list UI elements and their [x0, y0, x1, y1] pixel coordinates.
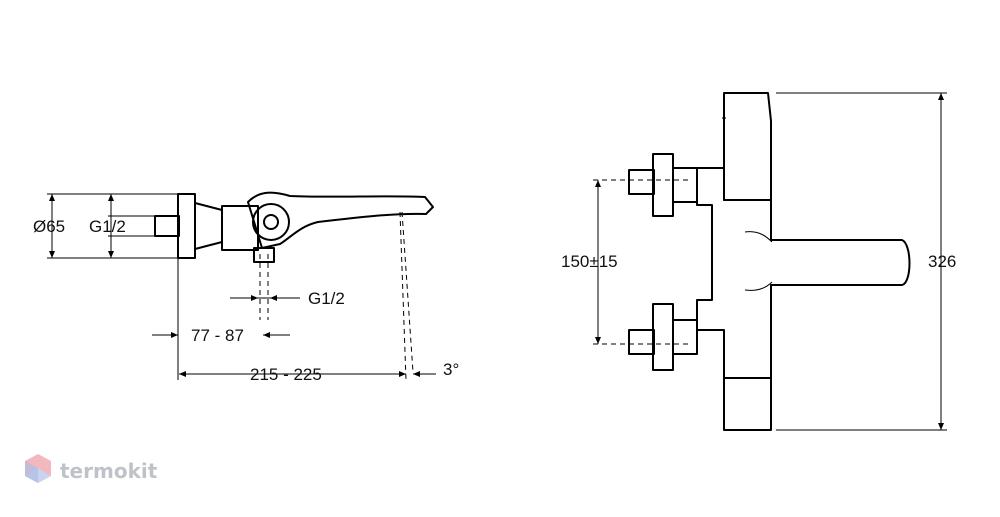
bottom-outlet [253, 247, 275, 263]
top-cap [723, 92, 772, 201]
lever-hub-inner [263, 214, 279, 230]
spout [247, 191, 434, 249]
front-view: 150±15 326 [561, 92, 956, 431]
bottom-cap [723, 377, 772, 431]
lower-eccentric-rosette [652, 303, 674, 371]
inlet-stub [154, 215, 180, 237]
label-offset: 77 - 87 [191, 326, 244, 345]
label-angle: 3° [443, 360, 459, 379]
termokit-logo-icon [25, 454, 51, 483]
label-length: 215 - 225 [250, 365, 322, 384]
lower-stub [628, 329, 655, 355]
eccentric-connector [194, 202, 223, 250]
label-thread-outlet: G1/2 [308, 289, 345, 308]
watermark: termokit [25, 454, 158, 483]
thermostat-body [696, 167, 911, 379]
lower-eccentric [672, 319, 698, 355]
label-height: 326 [928, 252, 956, 271]
brand-name: termokit [60, 459, 158, 483]
label-diameter: Ø65 [33, 217, 65, 236]
upper-eccentric [672, 167, 698, 203]
body-block [221, 205, 259, 251]
side-view: Ø65 G1/2 G1/2 77 - 87 215 - 225 3° [33, 191, 459, 384]
lever-hub [252, 203, 290, 241]
wall-rosette [177, 193, 196, 259]
upper-eccentric-rosette [652, 153, 674, 217]
upper-stub [628, 169, 655, 195]
label-thread-inlet: G1/2 [89, 217, 126, 236]
label-spacing: 150±15 [561, 252, 618, 271]
